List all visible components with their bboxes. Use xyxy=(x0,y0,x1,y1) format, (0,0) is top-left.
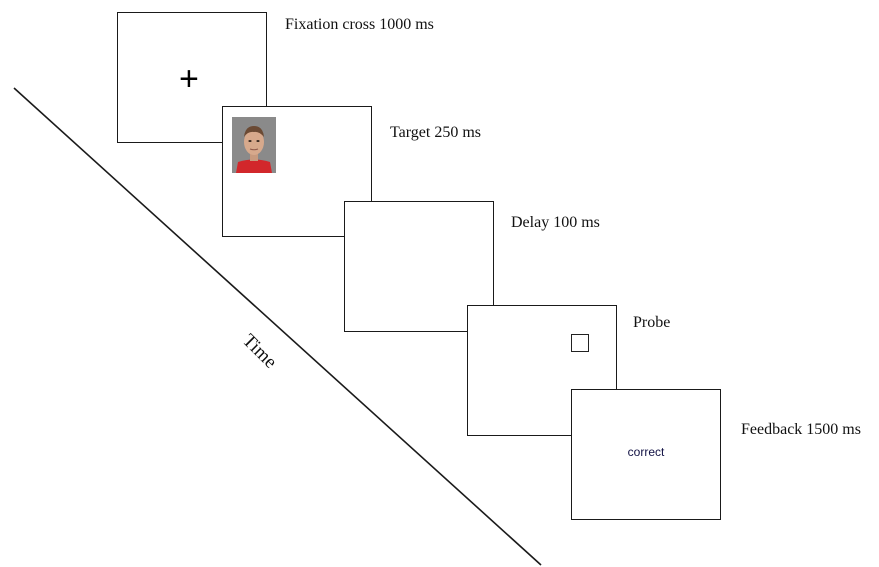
delay-label: Delay 100 ms xyxy=(511,214,600,231)
feedback-text: correct xyxy=(627,445,665,459)
probe-label: Probe xyxy=(633,314,671,331)
feedback-frame: correct xyxy=(571,389,721,520)
face-photo xyxy=(232,117,276,173)
probe-square xyxy=(571,334,589,352)
feedback-label: Feedback 1500 ms xyxy=(741,421,861,438)
fixation-cross: + xyxy=(179,60,199,98)
target-label: Target 250 ms xyxy=(390,124,482,141)
fixation-label: Fixation cross 1000 ms xyxy=(285,16,434,33)
